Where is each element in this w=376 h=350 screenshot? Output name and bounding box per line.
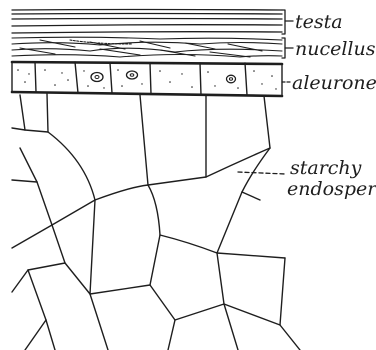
aleurone-layer bbox=[12, 62, 282, 96]
starchy-endosperm-cells bbox=[12, 94, 300, 350]
testa-layer bbox=[12, 10, 282, 34]
label-starchy: starchy bbox=[290, 157, 362, 179]
label-nucellus: nucellus bbox=[295, 38, 376, 60]
label-aleurone: aleurone bbox=[292, 72, 376, 94]
label-testa: testa bbox=[295, 11, 343, 33]
label-endosperm: endosperm bbox=[287, 178, 376, 200]
labels: testa nucellus aleurone starchy endosper… bbox=[287, 11, 376, 200]
nucellus-layer bbox=[12, 37, 282, 57]
aleurone-stipple bbox=[17, 69, 276, 90]
